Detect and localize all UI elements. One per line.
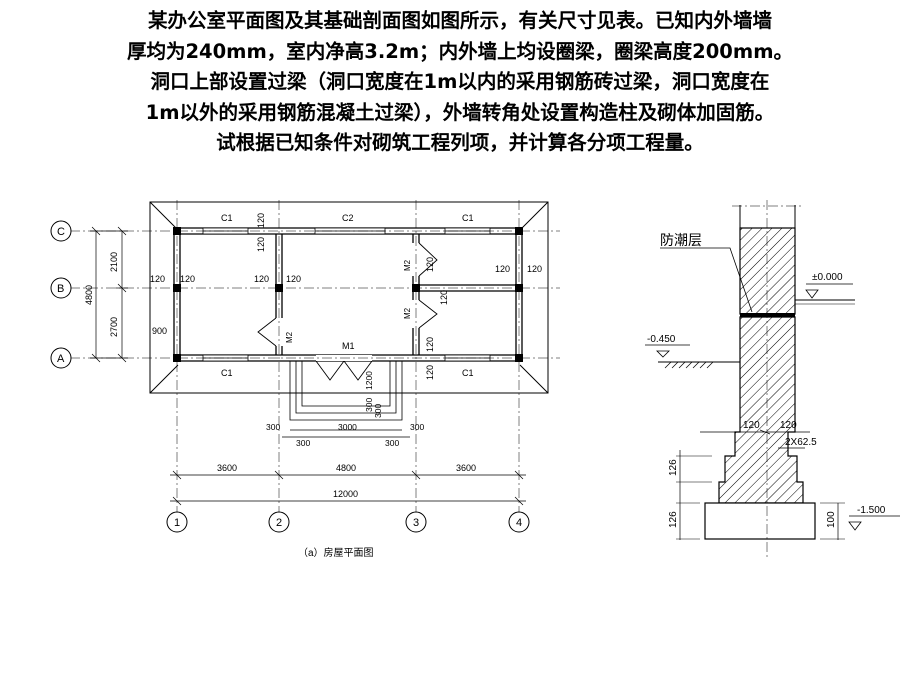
problem-line: 试根据已知条件对砌筑工程列项，并计算各分项工程量。 [216, 131, 704, 154]
dim-4800: 4800 [336, 463, 356, 473]
step-dim: 300 [410, 422, 424, 432]
dim-120: 120 [425, 337, 435, 352]
door-label: M2 [403, 307, 412, 319]
axis-label-1: 1 [174, 517, 180, 529]
axis-label-A: A [57, 353, 65, 365]
problem-line: 某办公室平面图及其基础剖面图如图所示，有关尺寸见表。已知内外墙墙 [147, 9, 772, 32]
door-label: M1 [342, 341, 355, 351]
problem-statement: 某办公室平面图及其基础剖面图如图所示，有关尺寸见表。已知内外墙墙 厚均为240m… [0, 6, 920, 159]
elevation-bottom: -1.500 [857, 505, 886, 516]
dim-total: 12000 [333, 489, 358, 499]
axis-label-C: C [57, 226, 65, 238]
dim-2100: 2100 [109, 252, 119, 272]
axis-label-B: B [57, 283, 64, 295]
step-dim: 300 [296, 438, 310, 448]
step-dimension: 2X62.5 [785, 437, 817, 448]
step-dim: 300 [266, 422, 280, 432]
door-label: M2 [285, 331, 294, 343]
dim-126: 126 [668, 459, 679, 476]
dim-100: 100 [826, 511, 837, 528]
dim-3600-right: 3600 [456, 463, 476, 473]
section-labels: 防潮层 ±0.000 -0.450 -1.500 120 120 2X62.5 … [647, 232, 886, 528]
interior-wall-axisB [419, 284, 516, 292]
step-dim: 3000 [338, 422, 357, 432]
elevation-zero: ±0.000 [812, 272, 843, 283]
interior-wall-axis2 [275, 234, 283, 355]
dim-120: 120 [254, 274, 269, 284]
step-dim-vertical: 300 [373, 404, 383, 418]
problem-line: 1m以外的采用钢筋混凝土过梁），外墙转角处设置构造柱及砌体加固筋。 [145, 100, 775, 124]
dim-120: 120 [180, 274, 195, 284]
dim-120: 120 [150, 274, 165, 284]
entrance-steps [289, 361, 403, 421]
floor-plan [50, 200, 560, 533]
dim-120-right: 120 [780, 420, 797, 431]
step-dim-vertical: 300 [364, 398, 374, 412]
door-swings [257, 242, 438, 381]
step-dim: 300 [385, 438, 399, 448]
plan-labels: C B A 1 2 3 4 3600 4800 3600 12000 2100 … [57, 213, 542, 559]
window-label: C1 [221, 368, 233, 378]
axis-lines [70, 200, 560, 512]
dim-4800-left: 4800 [84, 285, 94, 305]
dim-120: 120 [425, 365, 435, 380]
dim-120-left: 120 [743, 420, 760, 431]
damp-proof-label: 防潮层 [660, 232, 702, 248]
dim-120: 120 [495, 264, 510, 274]
dim-120: 120 [527, 264, 542, 274]
axis-bubbles-left [50, 220, 72, 369]
left-dimensions [90, 226, 128, 363]
axis-bubbles-bottom [166, 511, 530, 533]
foundation-section [645, 200, 900, 560]
problem-line: 洞口上部设置过梁（洞口宽度在1m以内的采用钢筋砖过梁，洞口宽度在 [150, 70, 770, 93]
dim-900: 900 [152, 326, 167, 336]
axis-label-4: 4 [516, 517, 522, 529]
problem-line: 厚均为240mm，室内净高3.2m；内外墙上均设圈梁，圈梁高度200mm。 [126, 39, 794, 63]
window-label: C1 [462, 213, 474, 223]
window-label: C1 [221, 213, 233, 223]
elevation-ground: -0.450 [647, 334, 676, 345]
dim-120: 120 [256, 213, 266, 228]
door-label: M2 [403, 259, 412, 271]
axis-label-3: 3 [413, 517, 419, 529]
axis-label-2: 2 [276, 517, 282, 529]
dim-3600-left: 3600 [217, 463, 237, 473]
dim-120: 120 [439, 290, 449, 305]
dim-120: 120 [256, 237, 266, 252]
window-label: C2 [342, 213, 354, 223]
step-dim-vertical: 1200 [364, 371, 374, 390]
bottom-dimensions [170, 429, 526, 506]
plan-caption: （a）房屋平面图 [298, 546, 374, 559]
window-label: C1 [462, 368, 474, 378]
dim-120: 120 [425, 257, 435, 272]
dim-2700: 2700 [109, 317, 119, 337]
dim-120: 120 [286, 274, 301, 284]
dim-126: 126 [668, 511, 679, 528]
